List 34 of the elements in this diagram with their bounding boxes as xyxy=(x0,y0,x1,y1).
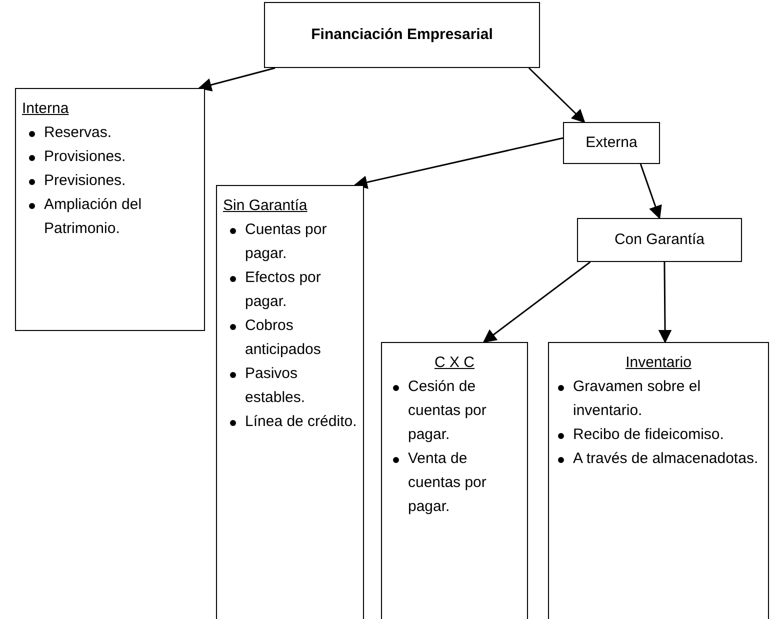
concept-box xyxy=(563,122,660,164)
bullet-item: Efectos por pagar. xyxy=(223,266,357,314)
arrow xyxy=(528,67,586,123)
bullet-item: Cuentas por pagar. xyxy=(223,218,357,266)
box-heading: Interna xyxy=(22,100,69,117)
concept-box xyxy=(264,2,540,68)
box-heading: Inventario xyxy=(626,354,692,371)
bullet-item: Ampliación del Patrimonio. xyxy=(22,193,198,241)
node-label: Con Garantía xyxy=(614,230,705,250)
arrow xyxy=(482,261,591,343)
category-box xyxy=(381,342,528,619)
bullet-item: Cesión de cuentas por pagar. xyxy=(386,375,523,447)
arrow xyxy=(658,262,672,344)
category-box xyxy=(216,185,364,619)
bullet-item: Gravamen sobre el inventario. xyxy=(551,375,766,423)
arrow xyxy=(640,164,662,220)
category-box xyxy=(15,88,205,331)
bullet-item: Previsiones. xyxy=(22,169,198,193)
bullet-item: Cobros anticipados xyxy=(223,314,357,362)
node-label: Financiación Empresarial xyxy=(311,25,493,45)
node-label: Externa xyxy=(586,133,638,153)
bullet-item: Línea de crédito. xyxy=(223,410,357,434)
bullet-item: Pasivos estables. xyxy=(223,362,357,410)
bullet-item: Venta de cuentas por pagar. xyxy=(386,447,523,519)
bullet-item: Provisiones. xyxy=(22,145,198,169)
category-box xyxy=(548,342,769,619)
bullet-item: A través de almacenadotas. xyxy=(551,447,766,471)
box-heading: Sin Garantía xyxy=(223,197,308,214)
arrow xyxy=(354,137,564,189)
bullet-item: Reservas. xyxy=(22,121,198,145)
concept-box xyxy=(577,218,742,262)
bullet-item: Recibo de fideicomiso. xyxy=(551,423,766,447)
arrow xyxy=(198,67,276,92)
box-heading: C X C xyxy=(434,354,474,371)
